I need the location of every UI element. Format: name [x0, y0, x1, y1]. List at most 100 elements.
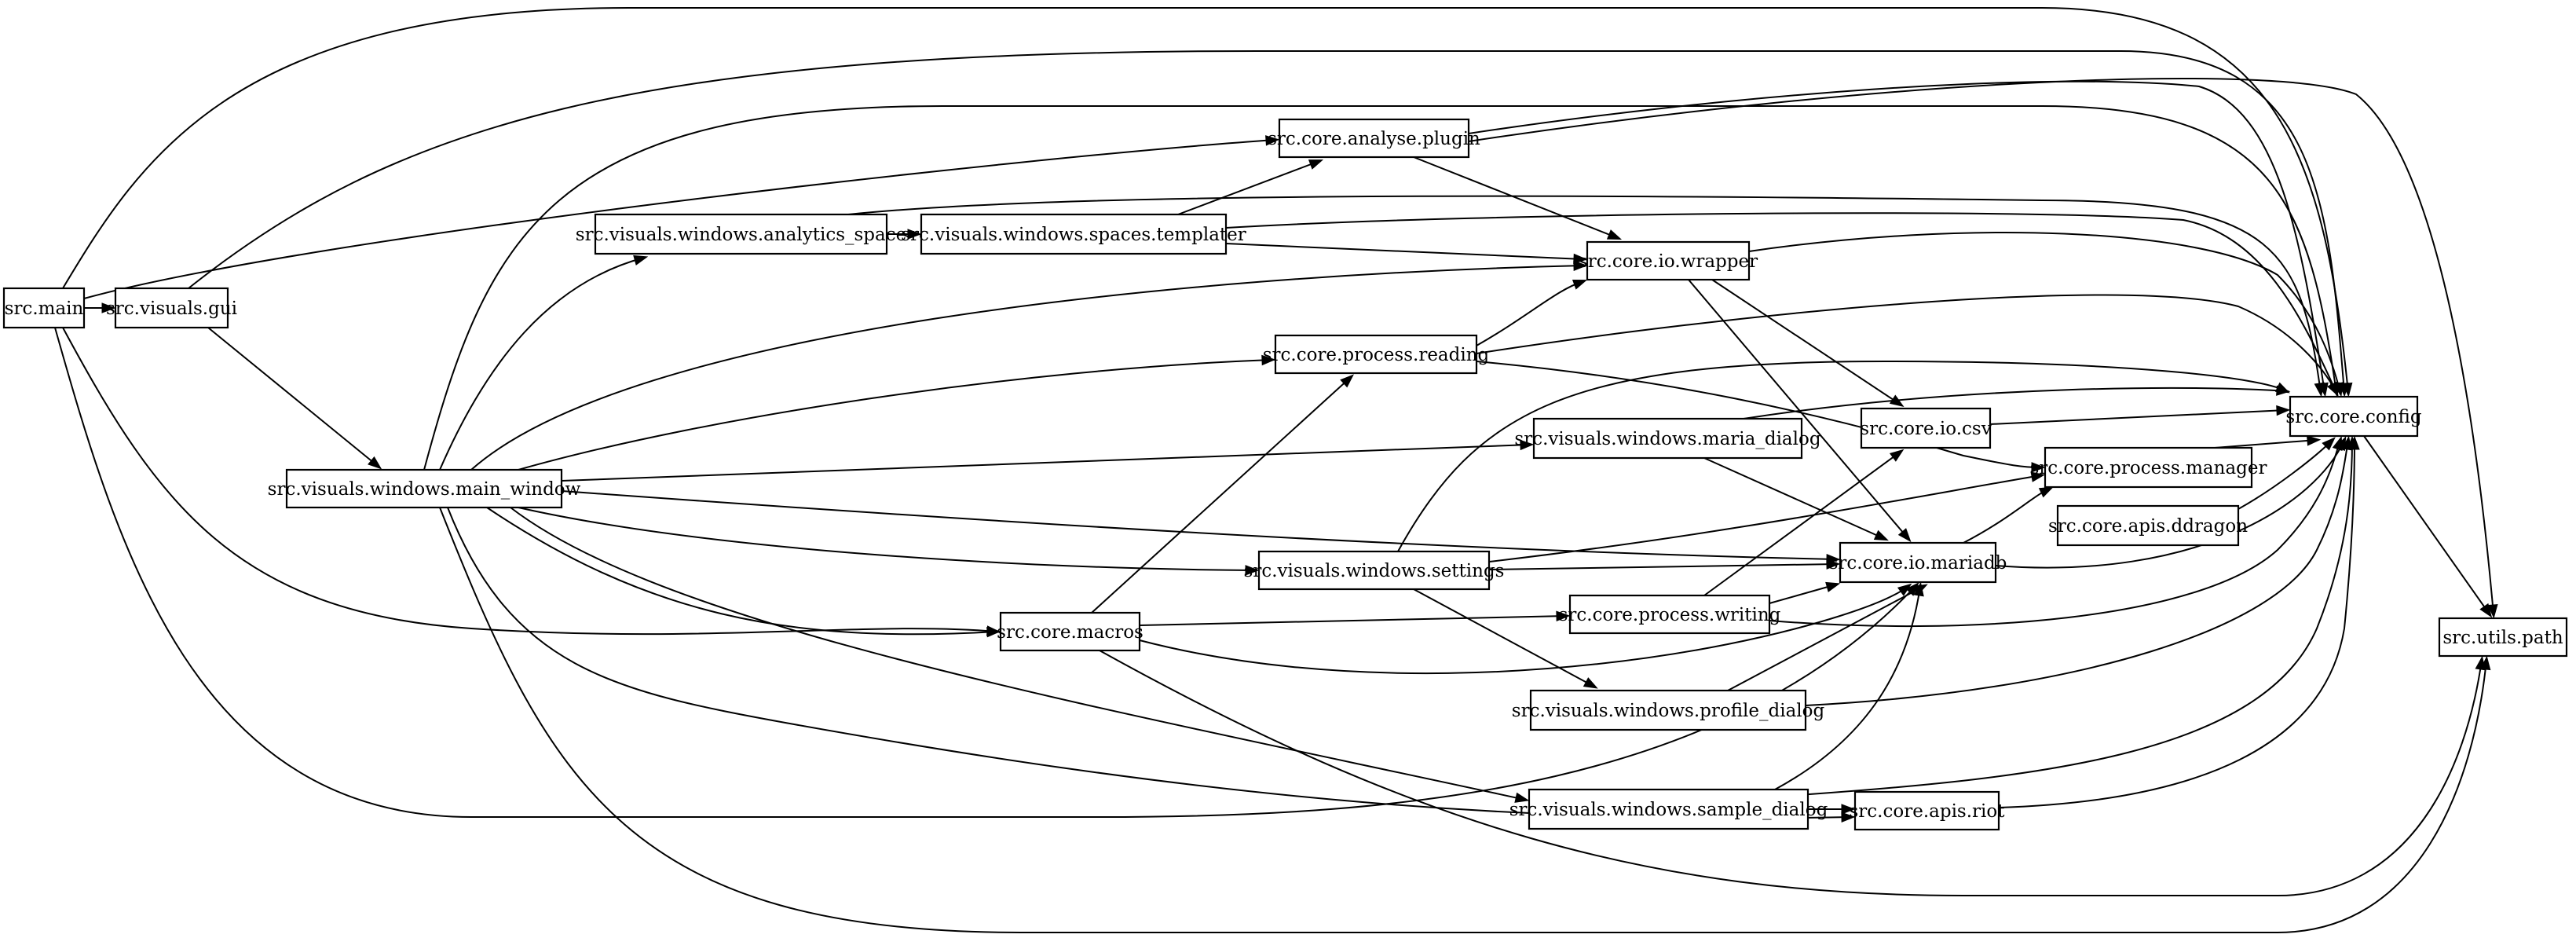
- edge-main_window-to-riot: [447, 507, 1856, 823]
- arrowhead: [2487, 603, 2498, 619]
- arrowhead: [1873, 529, 1889, 541]
- edge-main_window-to-analytics_space: [439, 255, 649, 471]
- arrowhead: [1583, 677, 1598, 689]
- node-box: [285, 468, 563, 509]
- edge-main_window-to-settings: [518, 507, 1260, 576]
- node-box: [1528, 788, 1809, 830]
- node-box: [2056, 504, 2240, 547]
- arrowhead: [2038, 486, 2054, 498]
- node-macros[interactable]: src.core.macros: [997, 611, 1143, 652]
- edge-line: [1099, 650, 2483, 896]
- node-mariadb[interactable]: src.core.io.mariadb: [1829, 541, 2007, 584]
- edge-main-to-gui: [84, 302, 116, 313]
- edge-gui-to-main_window: [207, 327, 382, 470]
- edge-line: [1468, 80, 2325, 394]
- edge-line: [1963, 488, 2051, 544]
- node-label: src.visuals.windows.spaces.templater: [901, 225, 1246, 245]
- node-label: src.visuals.windows.analytics_space: [576, 225, 906, 245]
- arrowhead: [1573, 253, 1588, 265]
- node-label: src.utils.path: [2442, 628, 2563, 648]
- arrowhead: [1897, 583, 1912, 596]
- edge-main_window-to-maria_dialog: [561, 439, 1535, 482]
- node-box: [1860, 407, 1992, 449]
- arrowhead: [2335, 436, 2347, 452]
- edge-config-to-path: [2363, 435, 2493, 618]
- edge-templater-to-plugin: [1177, 159, 1324, 215]
- node-main-window[interactable]: src.visuals.windows.main_window: [268, 468, 581, 509]
- node-box: [999, 611, 1141, 652]
- node-plugin[interactable]: src.core.analyse.plugin: [1268, 118, 1480, 159]
- edge-line: [1468, 78, 2494, 615]
- node-profile-dialog[interactable]: src.visuals.windows.profile_dialog: [1512, 689, 1825, 731]
- arrowhead: [1573, 260, 1588, 272]
- node-writing[interactable]: src.core.process.writing: [1559, 594, 1781, 635]
- node-box: [594, 213, 888, 255]
- edge-sample_dialog-to-mariadb: [1774, 581, 1924, 790]
- edge-line: [1488, 474, 2042, 562]
- arrowhead: [2322, 437, 2336, 451]
- node-main[interactable]: src.main: [2, 287, 86, 329]
- edge-reading-to-manager: [1476, 361, 2046, 473]
- node-label: src.core.io.mariadb: [1829, 553, 2007, 573]
- arrowhead: [1572, 279, 1588, 290]
- edge-reading-to-wrapper: [1476, 279, 1588, 346]
- edge-line: [470, 265, 1584, 471]
- node-box: [1532, 417, 1803, 460]
- arrowhead: [1261, 354, 1276, 366]
- node-wrapper[interactable]: src.core.io.wrapper: [1579, 240, 1758, 281]
- edge-line: [486, 507, 997, 636]
- arrowhead: [1340, 374, 1355, 388]
- edge-line: [1798, 439, 2353, 796]
- node-box: [1568, 594, 1771, 635]
- edge-main_window-to-sample_dialog: [510, 507, 1530, 803]
- node-riot[interactable]: src.core.apis.riot: [1850, 790, 2006, 831]
- edge-riot-to-config: [1998, 435, 2360, 808]
- edge-line: [62, 7, 2349, 394]
- edge-line: [423, 105, 2337, 471]
- node-label: src.core.io.wrapper: [1579, 251, 1758, 272]
- arrowhead: [1308, 159, 1324, 170]
- node-box: [1257, 550, 1491, 591]
- node-ddragon[interactable]: src.core.apis.ddragon: [2048, 504, 2248, 547]
- arrowhead: [633, 255, 649, 266]
- edge-macros-to-mariadb: [1139, 583, 1912, 675]
- arrowhead: [2349, 435, 2360, 450]
- node-label: src.core.process.manager: [2030, 458, 2267, 478]
- edge-writing-to-csv: [1703, 449, 1905, 596]
- arrowhead: [907, 229, 922, 240]
- node-sample-dialog[interactable]: src.visuals.windows.sample_dialog: [1509, 788, 1828, 830]
- node-path[interactable]: src.utils.path: [2438, 617, 2568, 658]
- edge-settings-to-mariadb: [1488, 559, 1841, 570]
- node-templater[interactable]: src.visuals.windows.spaces.templater: [901, 213, 1246, 255]
- node-label: src.core.analyse.plugin: [1268, 129, 1480, 149]
- node-layer: src.main src.visuals.gui src.visuals.windo…: [2, 118, 2568, 831]
- edge-settings-to-manager: [1488, 471, 2046, 562]
- edge-line: [439, 507, 2487, 933]
- node-config[interactable]: src.core.config: [2285, 395, 2422, 438]
- arrowhead: [1514, 792, 1530, 803]
- node-label: src.core.macros: [997, 622, 1143, 643]
- edge-line: [1703, 451, 1901, 596]
- edge-line: [1476, 280, 1584, 346]
- edge-settings-to-config: [1397, 360, 2290, 552]
- edge-line: [561, 444, 1531, 482]
- node-label: src.visuals.gui: [106, 299, 237, 319]
- node-csv[interactable]: src.core.io.csv: [1860, 407, 1992, 449]
- node-maria-dialog[interactable]: src.visuals.windows.maria_dialog: [1514, 417, 1821, 460]
- node-gui[interactable]: src.visuals.gui: [106, 287, 237, 329]
- arrowhead: [1556, 610, 1571, 621]
- node-settings[interactable]: src.visuals.windows.settings: [1244, 550, 1505, 591]
- edge-line: [1225, 243, 1584, 260]
- node-reading[interactable]: src.core.process.reading: [1263, 334, 1490, 375]
- node-label: src.core.io.csv: [1860, 419, 1991, 439]
- edge-plugin-to-path: [1468, 78, 2498, 619]
- edge-line: [1488, 563, 1837, 570]
- node-label: src.core.process.reading: [1263, 345, 1490, 365]
- edge-reading-to-config: [1476, 294, 2339, 397]
- arrowhead: [1265, 135, 1280, 146]
- edge-line: [2214, 439, 2318, 449]
- edge-line: [1711, 279, 1901, 405]
- node-analytics-space[interactable]: src.visuals.windows.analytics_space: [576, 213, 906, 255]
- edge-main_window-to-mariadb: [561, 490, 1841, 565]
- node-manager[interactable]: src.core.process.manager: [2030, 446, 2267, 489]
